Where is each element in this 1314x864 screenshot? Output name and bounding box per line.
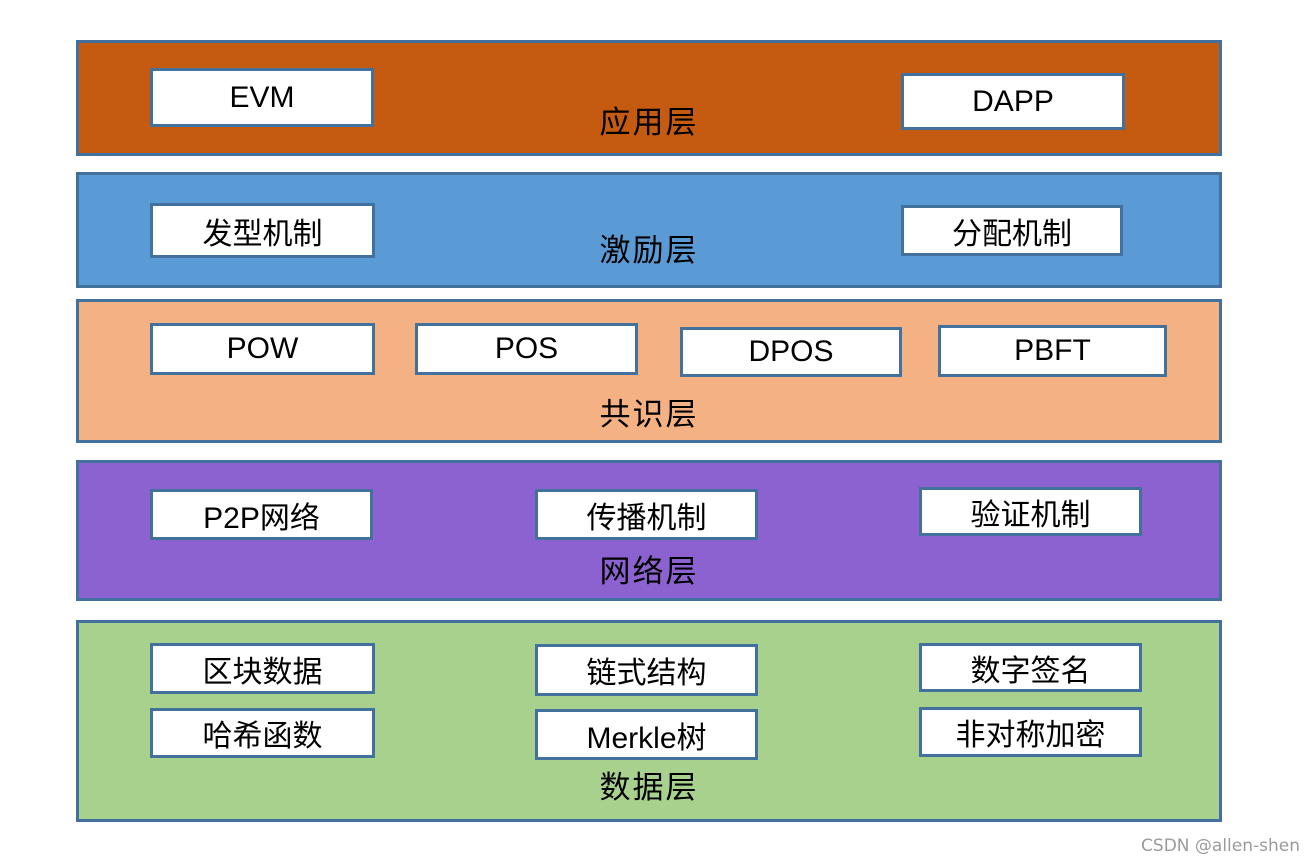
layer-application: EVM DAPP 应用层 [76,40,1222,156]
box-verification-mechanism: 验证机制 [919,487,1142,536]
box-hash-function: 哈希函数 [150,708,375,758]
layer-network: P2P网络 传播机制 验证机制 网络层 [76,460,1222,601]
box-pos: POS [415,323,638,375]
box-issuance-mechanism: 发型机制 [150,203,375,258]
layer-network-label: 网络层 [599,554,699,589]
layer-application-label: 应用层 [599,105,699,140]
box-pbft: PBFT [938,325,1167,377]
layer-consensus-label: 共识层 [599,397,699,432]
layer-incentive-label: 激励层 [599,233,699,268]
layer-incentive: 发型机制 分配机制 激励层 [76,172,1222,288]
box-propagation-mechanism: 传播机制 [535,489,758,540]
box-block-data: 区块数据 [150,643,375,694]
box-evm: EVM [150,68,374,127]
box-dapp: DAPP [901,73,1125,130]
box-pow: POW [150,323,375,375]
layer-consensus: POW POS DPOS PBFT 共识层 [76,299,1222,443]
box-chain-structure: 链式结构 [535,644,758,696]
box-asymmetric-encryption: 非对称加密 [919,707,1142,757]
box-distribution-mechanism: 分配机制 [901,205,1123,256]
csdn-watermark: CSDN @allen-shen [1141,836,1300,856]
box-merkle-tree: Merkle树 [535,709,758,760]
box-p2p-network: P2P网络 [150,489,373,540]
box-dpos: DPOS [680,327,902,377]
layer-data: 区块数据 链式结构 数字签名 哈希函数 Merkle树 非对称加密 数据层 [76,620,1222,822]
box-digital-signature: 数字签名 [919,643,1142,692]
layer-data-label: 数据层 [599,770,699,805]
